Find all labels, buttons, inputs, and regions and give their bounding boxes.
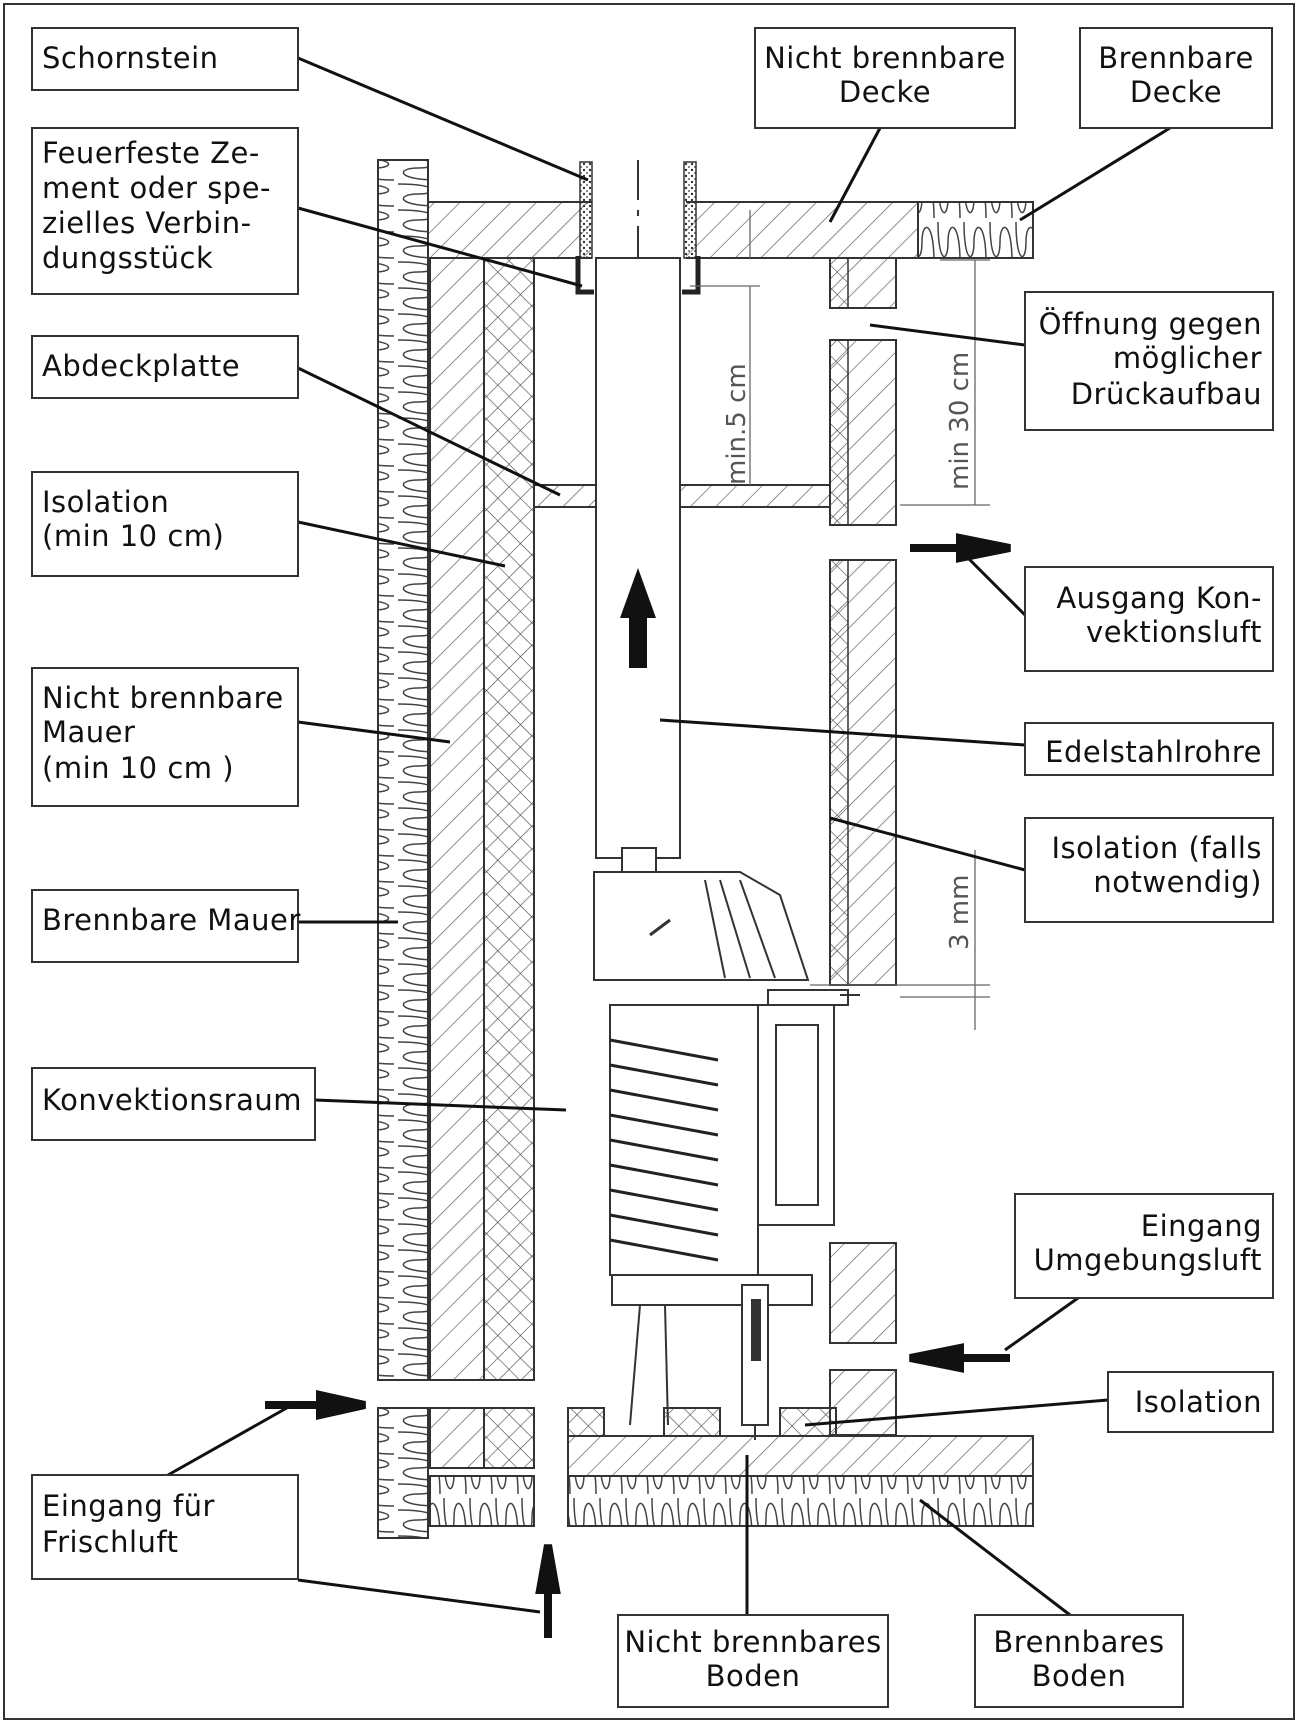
label-brennbare-mauer: Brennbare Mauer bbox=[31, 889, 301, 963]
svg-text:Nicht brennbare: Nicht brennbare bbox=[42, 681, 284, 715]
label-eingang-umgebungsluft: Eingang Umgebungsluft bbox=[1014, 1193, 1274, 1299]
svg-text:ment oder spe-: ment oder spe- bbox=[42, 171, 271, 205]
insulation-wall bbox=[483, 257, 535, 1381]
svg-text:Brennbare: Brennbare bbox=[1098, 41, 1254, 75]
dimension-min30: min 30 cm bbox=[945, 352, 975, 490]
svg-text:Frischluft: Frischluft bbox=[42, 1525, 179, 1559]
label-isolation-min: Isolation (min 10 cm) bbox=[31, 471, 299, 577]
svg-text:(min 10 cm ): (min 10 cm ) bbox=[42, 751, 234, 785]
dimension-min5: min.5 cm bbox=[722, 363, 752, 485]
stove-fins bbox=[609, 1038, 719, 1262]
label-schornstein: Schornstein bbox=[31, 27, 299, 91]
floor bbox=[378, 1407, 1034, 1539]
svg-text:Eingang: Eingang bbox=[1141, 1209, 1262, 1243]
svg-text:Schornstein: Schornstein bbox=[42, 41, 219, 75]
dimension-lines bbox=[690, 210, 990, 1030]
label-oeffnung: Öffnung gegen möglicher Drückaufbau bbox=[1024, 291, 1274, 431]
combustible-wall-left-lower bbox=[377, 1407, 429, 1539]
non-combustible-wall-lower bbox=[429, 1407, 485, 1469]
label-nicht-brennbare-decke: Nicht brennbare Decke bbox=[754, 27, 1016, 129]
drawing: min.5 cm min 30 cm 3 mm bbox=[167, 56, 1171, 1638]
label-brennbare-decke: Brennbare Decke bbox=[1079, 27, 1273, 129]
label-isolation: Isolation bbox=[1107, 1371, 1274, 1433]
svg-text:Konvektionsraum: Konvektionsraum bbox=[42, 1083, 302, 1117]
non-combustible-wall bbox=[429, 257, 485, 1381]
svg-text:Decke: Decke bbox=[839, 75, 931, 109]
refractory-joint-right bbox=[682, 256, 701, 295]
svg-text:Nicht brennbares: Nicht brennbares bbox=[624, 1625, 881, 1659]
svg-text:Boden: Boden bbox=[1032, 1659, 1127, 1693]
svg-text:Decke: Decke bbox=[1130, 75, 1222, 109]
chimney-wall-right bbox=[683, 161, 697, 259]
svg-text:Mauer: Mauer bbox=[42, 715, 135, 749]
label-isolation-falls: Isolation (falls notwendig) bbox=[1024, 817, 1274, 923]
label-konvektionsraum: Konvektionsraum bbox=[31, 1067, 316, 1141]
chimney-wall-left bbox=[579, 161, 593, 259]
svg-text:Feuerfeste Ze-: Feuerfeste Ze- bbox=[42, 136, 260, 170]
svg-text:Ausgang Kon-: Ausgang Kon- bbox=[1056, 581, 1262, 615]
svg-text:Abdeckplatte: Abdeckplatte bbox=[42, 349, 240, 383]
flue-pipe bbox=[595, 257, 681, 859]
svg-text:Nicht brennbare: Nicht brennbare bbox=[764, 41, 1006, 75]
label-abdeckplatte: Abdeckplatte bbox=[31, 335, 299, 399]
airflow-arrows bbox=[265, 533, 1011, 1638]
label-edelstahlrohre: Edelstahlrohre bbox=[1024, 722, 1274, 776]
svg-text:Isolation (falls: Isolation (falls bbox=[1051, 831, 1262, 865]
svg-text:Öffnung gegen: Öffnung gegen bbox=[1039, 307, 1262, 341]
svg-text:Edelstahlrohre: Edelstahlrohre bbox=[1045, 735, 1262, 769]
refractory-joint-left bbox=[575, 256, 594, 295]
svg-text:Isolation: Isolation bbox=[42, 485, 169, 519]
label-ausgang-konvektionsluft: Ausgang Kon- vektionsluft bbox=[1024, 566, 1274, 672]
insulation-wall-lower bbox=[483, 1407, 535, 1469]
label-feuerfeste-zement: Feuerfeste Ze- ment oder spe- zielles Ve… bbox=[31, 127, 299, 295]
svg-text:zielles Verbin-: zielles Verbin- bbox=[42, 206, 252, 240]
svg-text:Drückaufbau: Drückaufbau bbox=[1071, 377, 1262, 411]
svg-text:dungsstück: dungsstück bbox=[42, 241, 213, 275]
svg-text:Boden: Boden bbox=[706, 1659, 801, 1693]
dimension-3mm: 3 mm bbox=[945, 875, 975, 950]
svg-text:möglicher: möglicher bbox=[1113, 341, 1262, 375]
label-eingang-frischluft: Eingang für Frischluft bbox=[31, 1474, 299, 1580]
svg-text:notwendig): notwendig) bbox=[1093, 865, 1262, 899]
flue-arrow bbox=[620, 568, 656, 668]
svg-text:(min 10 cm): (min 10 cm) bbox=[42, 519, 224, 553]
label-nicht-brennbare-mauer: Nicht brennbare Mauer (min 10 cm ) bbox=[31, 667, 299, 807]
right-wall bbox=[829, 257, 897, 1436]
svg-text:Isolation: Isolation bbox=[1135, 1385, 1262, 1419]
svg-text:vektionsluft: vektionsluft bbox=[1086, 615, 1262, 649]
svg-text:Eingang für: Eingang für bbox=[42, 1489, 215, 1523]
svg-text:Brennbare Mauer: Brennbare Mauer bbox=[42, 903, 301, 937]
svg-text:Brennbares: Brennbares bbox=[993, 1625, 1164, 1659]
cover-plate-right bbox=[679, 484, 831, 508]
ceiling-combustible bbox=[917, 201, 1034, 259]
svg-text:Umgebungsluft: Umgebungsluft bbox=[1034, 1243, 1262, 1277]
combustible-wall-left bbox=[377, 159, 429, 1381]
label-nicht-brennbares-boden: Nicht brennbares Boden bbox=[617, 1614, 889, 1708]
leader-lines bbox=[167, 56, 1171, 1617]
outer-border bbox=[3, 3, 1295, 1720]
label-brennbares-boden: Brennbares Boden bbox=[974, 1614, 1184, 1708]
